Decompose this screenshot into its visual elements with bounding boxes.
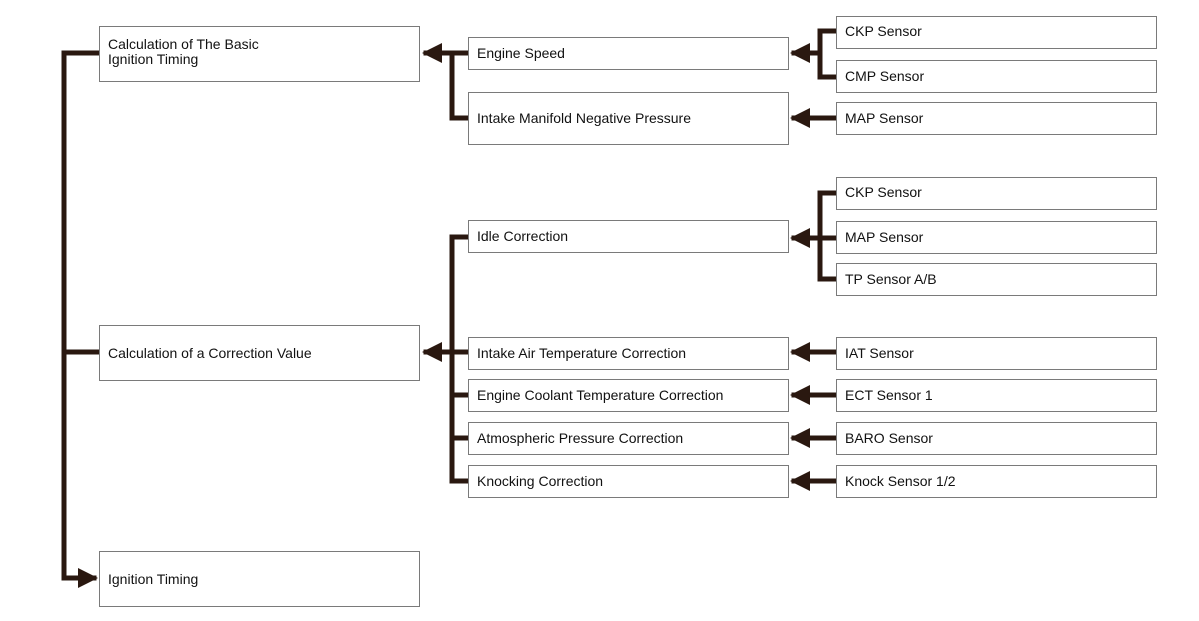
engine-speed-label: Engine Speed: [477, 45, 565, 61]
correction-value-box: Calculation of a Correction Value: [99, 325, 420, 381]
cmp-sensor-box: CMP Sensor: [836, 60, 1157, 93]
ckp-sensor-box-1: CKP Sensor: [836, 16, 1157, 49]
knock-sensor-box: Knock Sensor 1/2: [836, 465, 1157, 498]
ect-sensor-label: ECT Sensor 1: [845, 387, 933, 403]
knocking-box: Knocking Correction: [468, 465, 789, 498]
baro-sensor-label: BARO Sensor: [845, 430, 933, 446]
basic-timing-box: Calculation of The Basic Ignition Timing: [99, 26, 420, 82]
ckp-sensor-box-2: CKP Sensor: [836, 177, 1157, 210]
ect-sensor-box: ECT Sensor 1: [836, 379, 1157, 412]
atmospheric-box: Atmospheric Pressure Correction: [468, 422, 789, 455]
coolant-temp-box: Engine Coolant Temperature Correction: [468, 379, 789, 412]
engine-speed-box: Engine Speed: [468, 37, 789, 70]
intake-manifold-label: Intake Manifold Negative Pressure: [477, 110, 691, 126]
ckp-sensor-label-2: CKP Sensor: [845, 184, 922, 200]
manifold-bus: [449, 50, 471, 121]
atmospheric-label: Atmospheric Pressure Correction: [477, 430, 684, 446]
coolant-temp-label: Engine Coolant Temperature Correction: [477, 387, 724, 403]
knock-sensor-label: Knock Sensor 1/2: [845, 473, 956, 489]
baro-sensor-box: BARO Sensor: [836, 422, 1157, 455]
intake-air-temp-box: Intake Air Temperature Correction: [468, 337, 789, 370]
basic-timing-label: Calculation of The Basic Ignition Timing: [108, 36, 259, 67]
iat-sensor-label: IAT Sensor: [845, 345, 914, 361]
intake-air-temp-label: Intake Air Temperature Correction: [477, 345, 687, 361]
idle-correction-label: Idle Correction: [477, 228, 569, 244]
ignition-timing-box: Ignition Timing: [99, 551, 420, 607]
tp-sensor-box: TP Sensor A/B: [836, 263, 1157, 296]
main-bus: [61, 50, 102, 581]
knocking-label: Knocking Correction: [477, 473, 604, 489]
intake-manifold-box: Intake Manifold Negative Pressure: [468, 92, 789, 145]
map-sensor-box-2: MAP Sensor: [836, 221, 1157, 254]
map-sensor-label-1: MAP Sensor: [845, 110, 924, 126]
map-sensor-label-2: MAP Sensor: [845, 229, 924, 245]
tp-sensor-label: TP Sensor A/B: [845, 271, 937, 287]
correction-value-label: Calculation of a Correction Value: [108, 344, 312, 361]
ignition-timing-label: Ignition Timing: [108, 570, 199, 587]
ckp-sensor-label-1: CKP Sensor: [845, 23, 922, 39]
idle-correction-box: Idle Correction: [468, 220, 789, 253]
correction-bus: [449, 234, 471, 484]
iat-sensor-box: IAT Sensor: [836, 337, 1157, 370]
map-sensor-box-1: MAP Sensor: [836, 102, 1157, 135]
cmp-sensor-label: CMP Sensor: [845, 68, 925, 84]
